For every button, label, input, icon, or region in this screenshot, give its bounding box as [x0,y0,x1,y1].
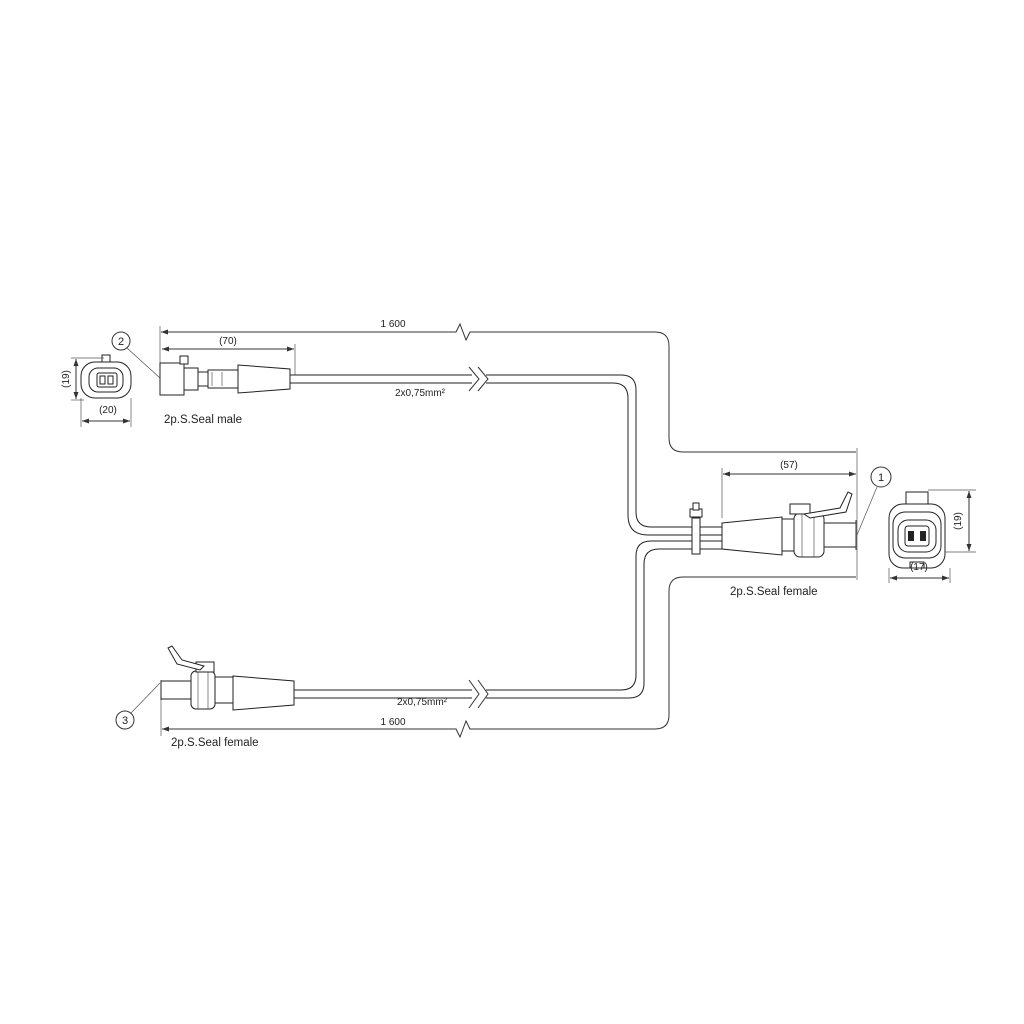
top-length-label: 1 600 [380,319,405,330]
end-view-left-width-label: (20) [99,405,117,416]
item-2-number: 2 [118,336,124,348]
cable-tie [689,502,703,555]
male-connector-dimension: (70) [162,336,296,375]
end-view-left-height-label: (19) [61,370,72,388]
item-balloon-1: 1 [856,466,892,536]
item-1-number: 1 [878,472,884,484]
male-connector-label: 2p.S.Seal male [164,414,242,426]
female-connector-length-label: (57) [780,460,798,471]
bottom-length-label: 1 600 [380,717,405,728]
female-bottom-label: 2p.S.Seal female [171,737,259,749]
end-view-right-width-label: (17) [910,562,928,573]
bottom-length-dimension: 1 600 [160,576,856,739]
top-cable: 2x0,75mm² [290,366,722,536]
female-connector-right: 2p.S.Seal female [721,491,857,598]
end-view-male: (19) (20) [61,354,132,427]
female-connector-dimension: (57) [721,460,856,518]
female-right-label: 2p.S.Seal female [730,586,818,598]
item-3-number: 3 [122,715,128,727]
item-balloon-2: 2 [111,331,161,379]
top-cable-cross-section: 2x0,75mm² [395,388,446,399]
male-connector-length-label: (70) [219,336,237,347]
female-connector-bottom: 2p.S.Seal female [160,645,295,749]
item-balloon-3: 3 [115,682,161,730]
bottom-cable: 2x0,75mm² [294,540,722,709]
end-view-right-height-label: (19) [953,512,964,530]
end-view-female: (19) (17) [888,489,976,583]
male-connector: 2p.S.Seal male [159,355,291,426]
bottom-cable-cross-section: 2x0,75mm² [397,697,448,708]
